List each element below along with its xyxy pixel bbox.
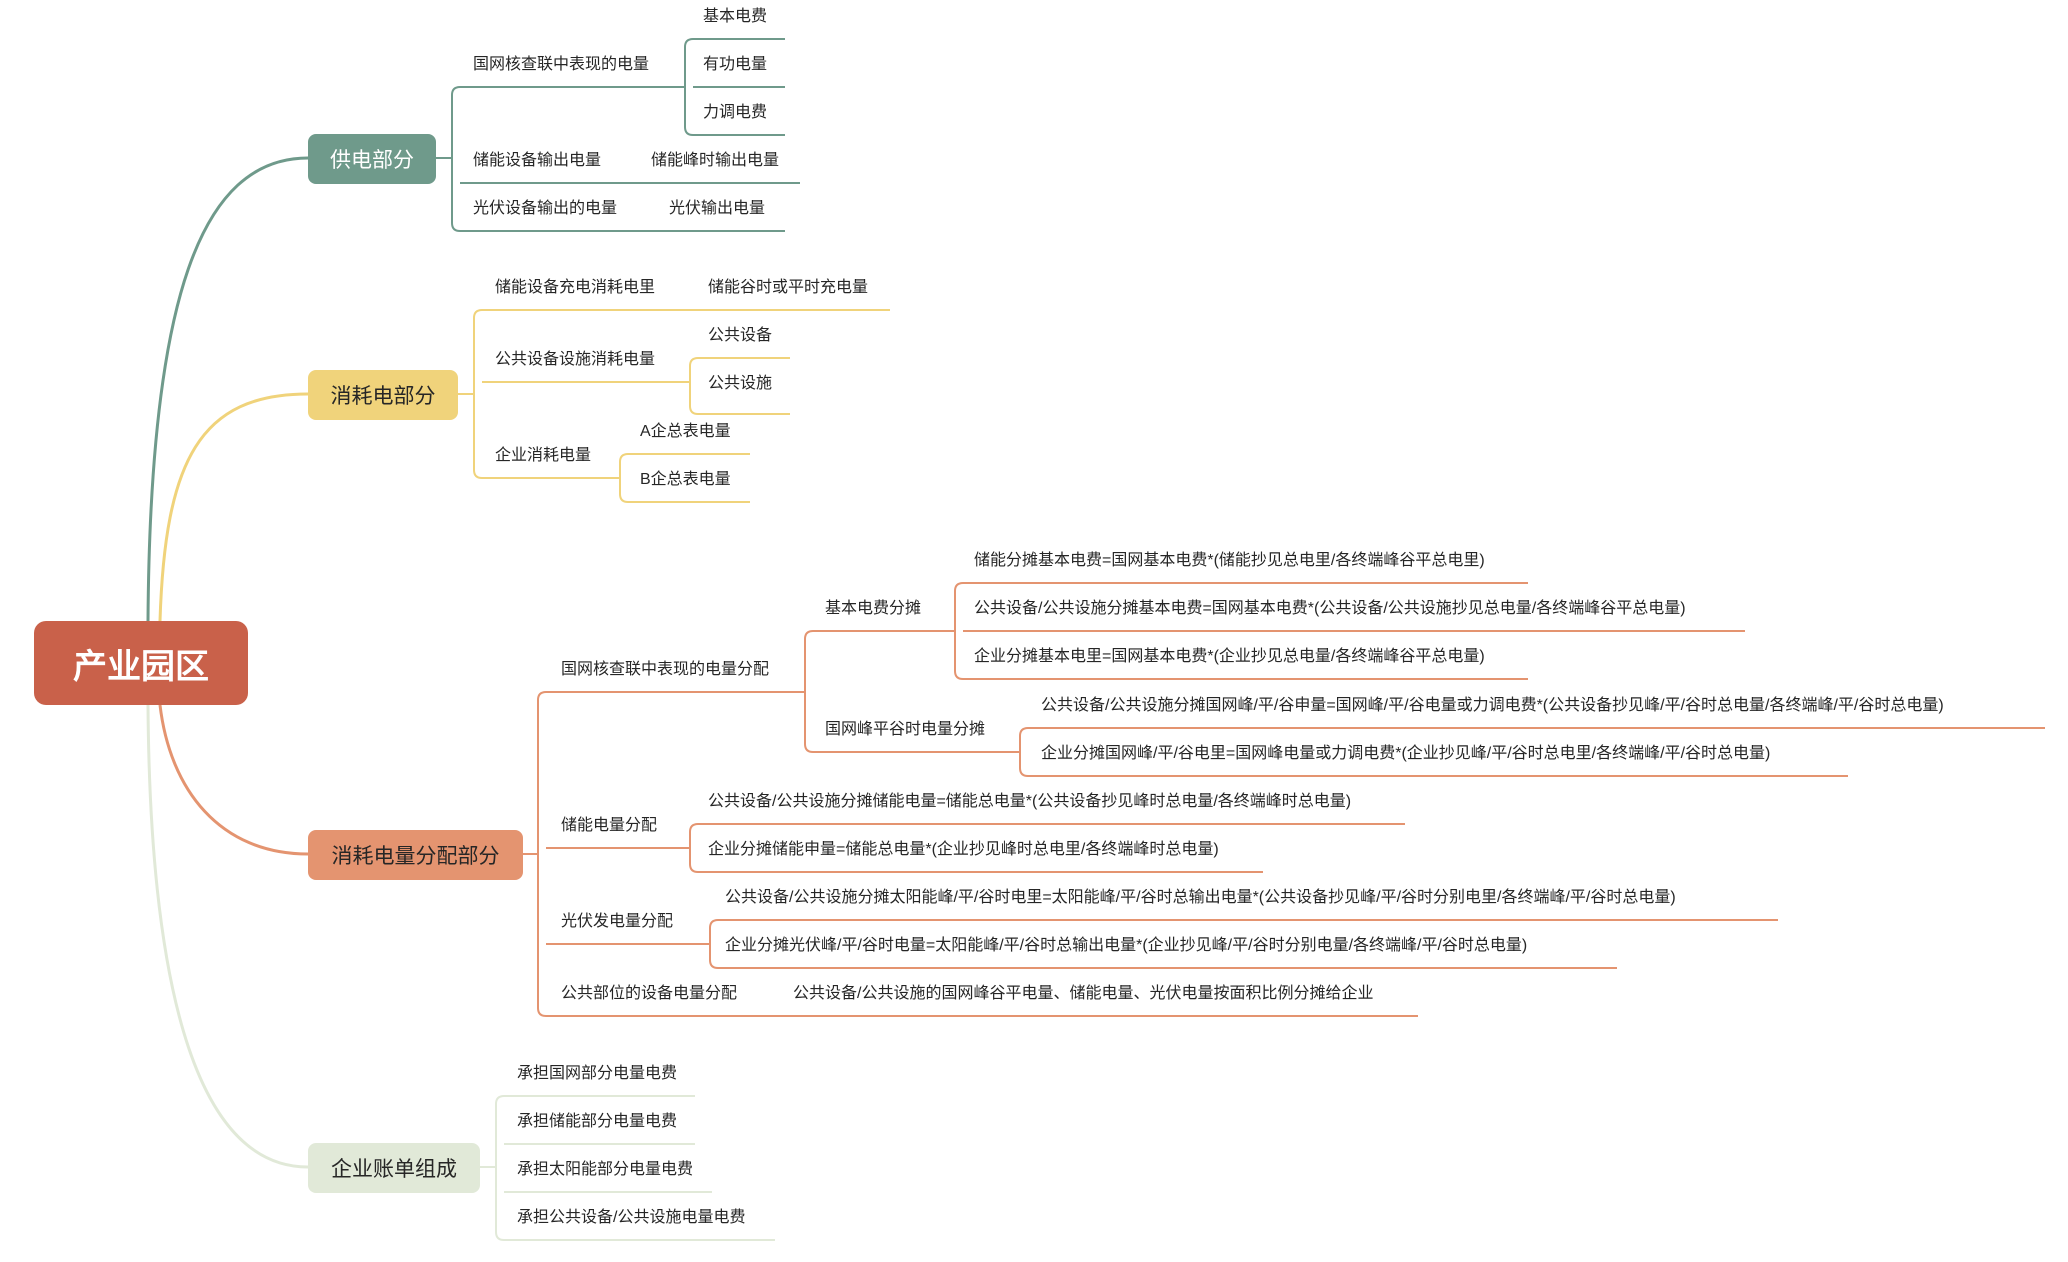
connector-corner — [537, 1007, 547, 1017]
allocation-peak-item[interactable]: 公共设备/公共设施分摊国网峰/平/谷申量=国网峰/平/谷电量或力调电费*(公共设… — [1041, 697, 1944, 714]
allocation-basic-item[interactable]: 公共设备/公共设施分摊基本电费=国网基本电费*(公共设备/公共设施抄见总电量/各… — [974, 600, 1686, 617]
connector-corner — [619, 453, 629, 463]
bill-item[interactable]: 承担国网部分电量电费 — [517, 1065, 678, 1082]
connector-root-supply — [146, 156, 309, 622]
branch-allocation[interactable]: 消耗电量分配部分 — [308, 830, 523, 880]
connector-root-consume — [158, 392, 309, 622]
allocation-peak-label[interactable]: 国网峰平谷时电量分摊 — [825, 721, 986, 738]
connector-corner — [954, 670, 964, 680]
consume-enterprise-item[interactable]: A企总表电量 — [640, 423, 731, 440]
connector-corner — [689, 863, 699, 873]
connector-corner — [804, 630, 814, 640]
allocation-peak-item[interactable]: 企业分摊国网峰/平/谷电里=国网峰电量或力调电费*(企业抄见峰/平/谷时总电里/… — [1041, 745, 1771, 762]
branch-supply[interactable]: 供电部分 — [308, 134, 436, 184]
supply-storage-label[interactable]: 储能设备输出电量 — [473, 152, 602, 169]
connector-corner — [451, 86, 461, 96]
connector-corner — [954, 582, 964, 592]
allocation-public-item[interactable]: 公共设备/公共设施的国网峰谷平电量、储能电量、光伏电量按面积比例分摊给企业 — [793, 985, 1374, 1002]
allocation-pv-label[interactable]: 光伏发电量分配 — [561, 913, 674, 930]
connector-corner — [495, 1231, 505, 1241]
connector-corner — [709, 959, 719, 969]
connector-corner — [1019, 767, 1029, 777]
allocation-pv-item[interactable]: 公共设备/公共设施分摊太阳能峰/平/谷时电里=太阳能峰/平/谷时总输出电量*(公… — [725, 889, 1676, 906]
supply-pv-label[interactable]: 光伏设备输出的电量 — [473, 200, 618, 217]
connector-root-bill — [146, 704, 309, 1169]
bill-item[interactable]: 承担储能部分电量电费 — [517, 1113, 678, 1130]
connector-corner — [473, 309, 483, 319]
consume-public-label[interactable]: 公共设备设施消耗电量 — [495, 351, 656, 368]
consume-public-item[interactable]: 公共设施 — [708, 375, 773, 392]
supply-grid-item[interactable]: 有功电量 — [703, 56, 768, 73]
connector-corner — [495, 1095, 505, 1105]
allocation-storage-item[interactable]: 公共设备/公共设施分摊储能电量=储能总电量*(公共设备抄见峰时总电量/各终端峰时… — [708, 793, 1352, 810]
connector-corner — [689, 405, 699, 415]
allocation-storage-label[interactable]: 储能电量分配 — [561, 817, 658, 834]
allocation-pv-item[interactable]: 企业分摊光伏峰/平/谷时电量=太阳能峰/平/谷时总输出电量*(企业抄见峰/平/谷… — [725, 937, 1528, 954]
supply-storage-item[interactable]: 储能峰时输出电量 — [651, 152, 780, 169]
allocation-public-label[interactable]: 公共部位的设备电量分配 — [561, 985, 738, 1002]
connector-corner — [709, 919, 719, 929]
consume-storage-label[interactable]: 储能设备充电消耗电里 — [495, 279, 656, 296]
allocation-basic-item[interactable]: 储能分摊基本电费=国网基本电费*(储能抄见总电里/各终端峰谷平总电里) — [974, 552, 1485, 569]
connector-corner — [804, 743, 814, 753]
connector-corner — [537, 691, 547, 701]
allocation-storage-item[interactable]: 企业分摊储能申量=储能总电量*(企业抄见峰时总电里/各终端峰时总电量) — [708, 841, 1219, 858]
branch-consume[interactable]: 消耗电部分 — [308, 370, 458, 420]
connector-root-allocation — [158, 704, 309, 856]
consume-enterprise-item[interactable]: B企总表电量 — [640, 471, 731, 488]
connector-corner — [689, 357, 699, 367]
connector-corner — [619, 493, 629, 503]
bill-item[interactable]: 承担公共设备/公共设施电量电费 — [517, 1209, 746, 1226]
allocation-basic-item[interactable]: 企业分摊基本电里=国网基本电费*(企业抄见总电量/各终端峰谷平总电量) — [974, 648, 1485, 665]
root-node[interactable]: 产业园区 — [34, 621, 248, 705]
branch-bill[interactable]: 企业账单组成 — [308, 1143, 480, 1193]
connector-corner — [1019, 727, 1029, 737]
supply-pv-item[interactable]: 光伏输出电量 — [669, 200, 766, 217]
supply-grid-item[interactable]: 基本电费 — [703, 8, 768, 25]
consume-public-item[interactable]: 公共设备 — [708, 327, 773, 344]
connector-corner — [684, 38, 694, 48]
consume-storage-item[interactable]: 储能谷时或平时充电量 — [708, 279, 869, 296]
supply-grid-label[interactable]: 国网核查联中表现的电量 — [473, 56, 650, 73]
connector-corner — [473, 469, 483, 479]
connector-corner — [689, 823, 699, 833]
consume-enterprise-label[interactable]: 企业消耗电量 — [495, 447, 592, 464]
supply-grid-item[interactable]: 力调电费 — [703, 104, 768, 121]
allocation-basic-label[interactable]: 基本电费分摊 — [825, 600, 922, 617]
bill-item[interactable]: 承担太阳能部分电量电费 — [517, 1161, 694, 1178]
allocation-grid-label[interactable]: 国网核查联中表现的电量分配 — [561, 661, 770, 678]
connector-corner — [451, 222, 461, 232]
connector-corner — [684, 126, 694, 136]
